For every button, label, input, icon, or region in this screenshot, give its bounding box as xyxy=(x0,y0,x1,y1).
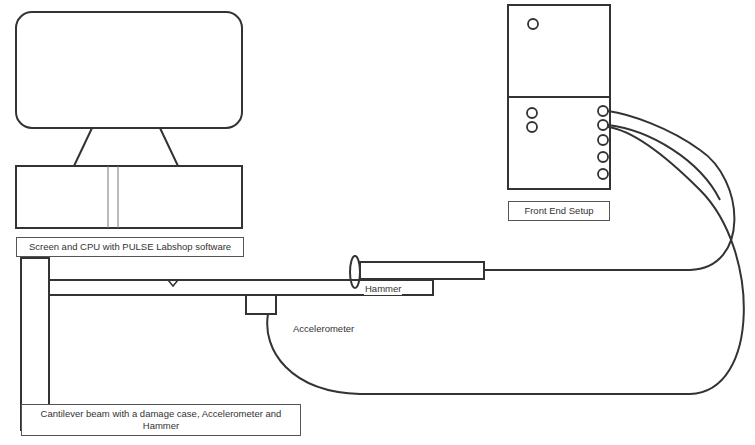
accelerometer-cable xyxy=(267,127,744,394)
beam-label-box: Cantilever beam with a damage case, Acce… xyxy=(21,404,301,436)
caption-text: Front End Setup xyxy=(515,205,603,217)
front-end-box xyxy=(508,5,610,189)
caption-text: Cantilever beam with a damage case, Acce… xyxy=(28,408,294,432)
hammer-cable xyxy=(484,111,734,270)
accelerometer-label: Accelerometer xyxy=(292,323,355,335)
cpu-slot xyxy=(108,166,118,228)
cantilever-beam xyxy=(49,280,433,295)
damage-notch xyxy=(168,280,178,286)
front-end-lead xyxy=(608,125,720,200)
cpu-box xyxy=(16,166,242,228)
front-end-divider xyxy=(508,96,610,98)
monitor-stand xyxy=(74,128,178,166)
hammer-label: Hammer xyxy=(364,283,402,295)
front-end-label-box: Front End Setup xyxy=(508,201,610,221)
hammer-handle xyxy=(360,262,484,279)
monitor-screen xyxy=(16,12,242,128)
accelerometer-body xyxy=(246,295,276,314)
hammer-head xyxy=(350,256,360,288)
software-label-box: Screen and CPU with PULSE Labshop softwa… xyxy=(16,237,244,257)
caption-text: Screen and CPU with PULSE Labshop softwa… xyxy=(23,241,237,253)
